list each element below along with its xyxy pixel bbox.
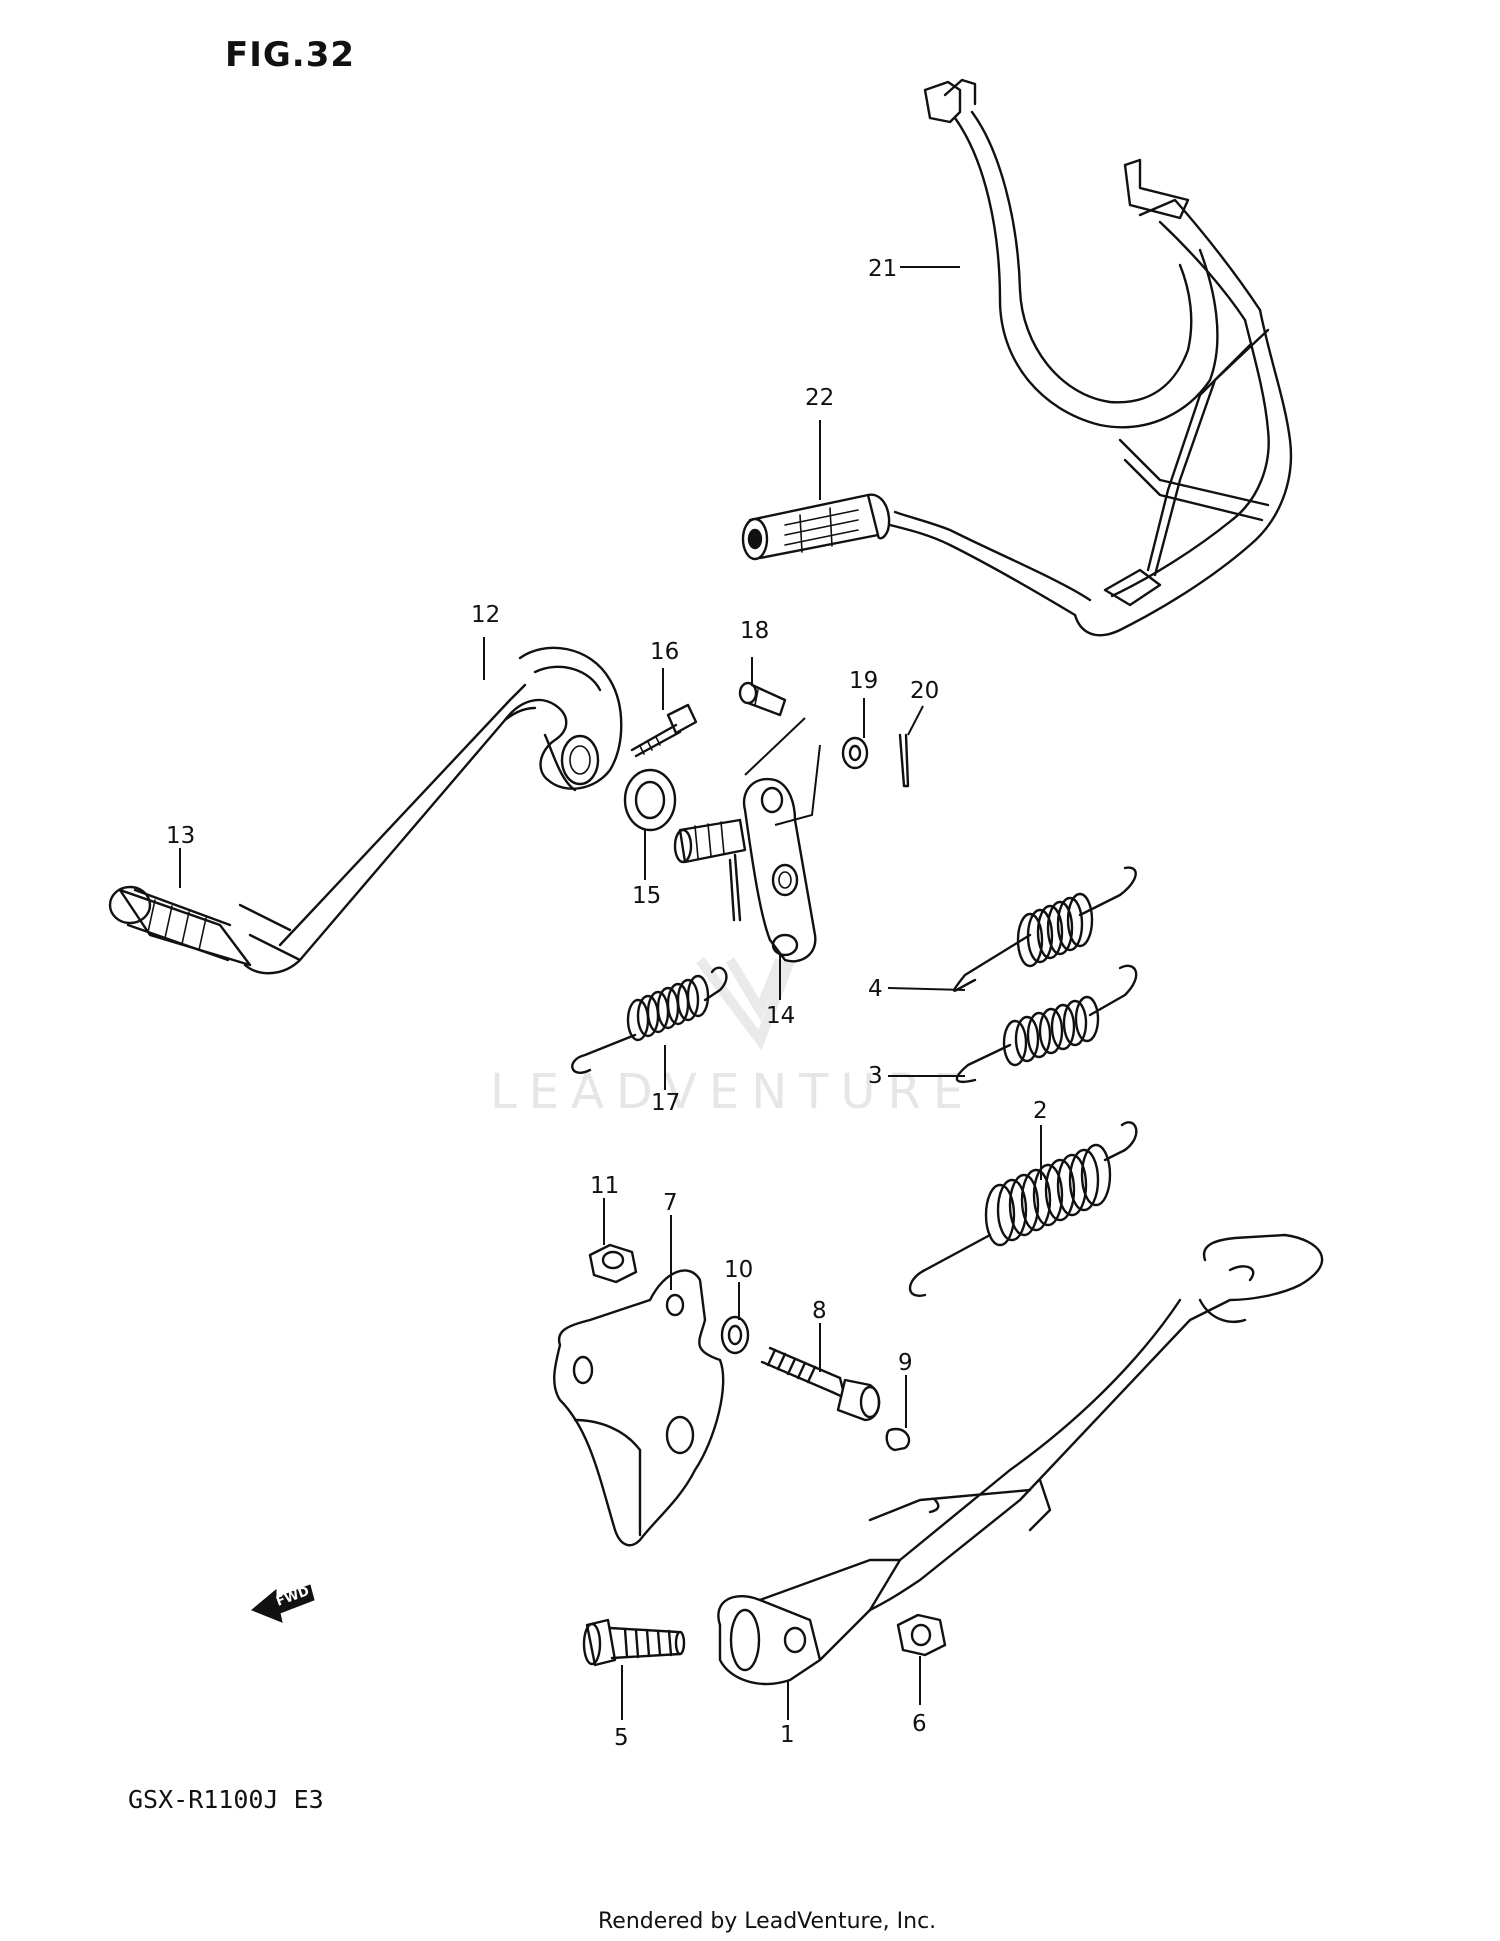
fwd-arrow-icon: FWD (251, 1584, 315, 1623)
watermark-text: LEADVENTURE (490, 1064, 975, 1120)
callout-3: 3 (868, 1063, 883, 1089)
part-14-lever (673, 777, 817, 963)
callout-17: 17 (651, 1090, 680, 1116)
callout-11: 11 (590, 1173, 619, 1199)
callout-4: 4 (868, 976, 883, 1002)
part-17-spring (571, 966, 728, 1074)
callout-22: 22 (805, 385, 834, 411)
callout-14: 14 (766, 1003, 795, 1029)
part-6-nut (896, 1613, 947, 1657)
part-3-spring (955, 964, 1138, 1084)
part-19-washer (841, 736, 869, 770)
model-code: GSX-R1100J E3 (128, 1785, 324, 1814)
part-7-bracket (553, 1269, 725, 1547)
callout-8: 8 (812, 1298, 827, 1324)
callout-2: 2 (1033, 1098, 1048, 1124)
callout-7: 7 (663, 1190, 678, 1216)
part-21-bracket (888, 78, 1293, 637)
callout-19: 19 (849, 668, 878, 694)
callout-12: 12 (471, 602, 500, 628)
part-15-washer (623, 768, 677, 832)
part-2-spring (908, 1121, 1138, 1297)
callout-16: 16 (650, 639, 679, 665)
callout-18: 18 (740, 618, 769, 644)
callout-15: 15 (632, 883, 661, 909)
callout-13: 13 (166, 823, 195, 849)
part-13-pedal-rubber (108, 885, 252, 967)
callout-20: 20 (910, 678, 939, 704)
callout-10: 10 (724, 1257, 753, 1283)
callout-6: 6 (912, 1711, 927, 1737)
callout-9: 9 (898, 1350, 913, 1376)
part-9-cap (885, 1427, 911, 1452)
part-11-nut (588, 1243, 638, 1284)
part-18-pin (738, 681, 787, 717)
leader-lines (179, 266, 1042, 1720)
part-20-cotter-pin (898, 733, 910, 788)
part-5-bolt (582, 1618, 686, 1667)
part-12-brake-pedal (238, 646, 623, 975)
part-8-bolt (760, 1346, 881, 1422)
watermark: LEADVENTURE (490, 957, 975, 1120)
part-16-bolt (630, 703, 698, 758)
figure-title: FIG.32 (225, 35, 355, 75)
callout-1: 1 (780, 1722, 795, 1748)
assembly-lines (744, 717, 821, 826)
callout-5: 5 (614, 1725, 629, 1751)
part-22-footpeg-rubber (741, 493, 891, 561)
part-4-spring (953, 866, 1137, 992)
callouts: 21 22 12 13 16 15 18 19 20 14 17 4 3 2 1… (166, 256, 1048, 1751)
part-1-side-stand (717, 1233, 1324, 1686)
part-10-washer (720, 1315, 750, 1355)
callout-21: 21 (868, 256, 897, 282)
render-credit: Rendered by LeadVenture, Inc. (598, 1909, 936, 1934)
